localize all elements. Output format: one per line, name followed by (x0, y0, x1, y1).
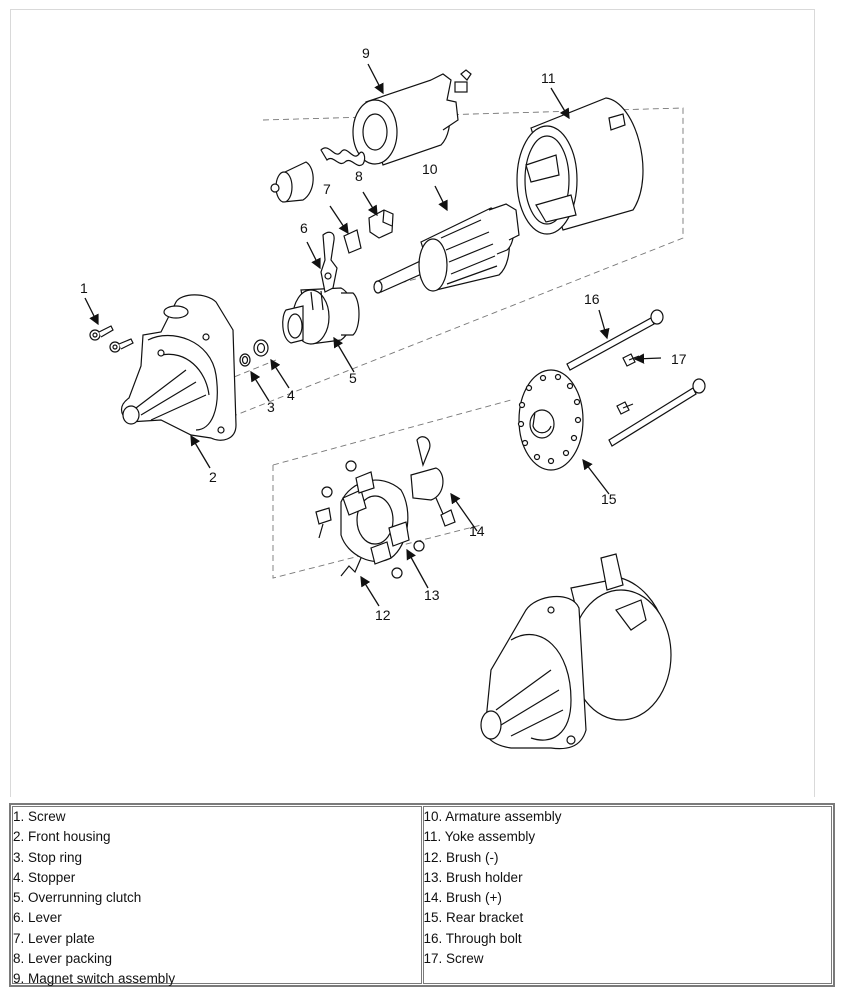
magnet-switch-part (270, 69, 472, 203)
callout-16: 16 (584, 291, 600, 307)
rear-bracket-part (517, 369, 584, 471)
legend-item: 9. Magnet switch assembly (13, 971, 176, 987)
callout-2: 2 (209, 469, 217, 485)
legend-item: 11. Yoke assembly (423, 829, 536, 845)
diagram-canvas: 1 2 3 4 5 6 7 8 9 10 11 12 13 14 15 16 1… (80, 45, 706, 750)
lever-part (320, 231, 338, 293)
legend-item: 12. Brush (-) (423, 849, 499, 865)
lever-plate-part (343, 229, 362, 254)
callout-4: 4 (287, 387, 295, 403)
callout-arrows (84, 63, 662, 607)
screw-part (89, 325, 134, 353)
parts-legend-table: 1. Screw 2. Front housing 3. Stop ring 4… (9, 803, 835, 987)
overrunning-clutch-part (282, 287, 360, 345)
legend-column-left: 1. Screw 2. Front housing 3. Stop ring 4… (12, 806, 422, 986)
legend-item: 17. Screw (423, 951, 484, 967)
armature-part (373, 203, 520, 294)
legend-item: 1. Screw (13, 809, 66, 824)
legend-item: 10. Armature assembly (423, 809, 562, 824)
callout-1: 1 (80, 280, 88, 296)
callout-labels: 1 2 3 4 5 6 7 8 9 10 11 12 13 14 15 16 1… (80, 45, 687, 623)
callout-11: 11 (541, 70, 556, 86)
callout-8: 8 (355, 168, 363, 184)
brush-positive-part (410, 436, 456, 527)
callout-3: 3 (267, 399, 275, 415)
lever-packing-part (368, 209, 394, 239)
exploded-diagram: 1 2 3 4 5 6 7 8 9 10 11 12 13 14 15 16 1… (10, 9, 815, 797)
screw-part-rear (616, 353, 640, 415)
through-bolt-part (566, 309, 706, 447)
legend-item: 4. Stopper (13, 869, 76, 885)
legend-item: 2. Front housing (13, 829, 111, 845)
legend-item: 5. Overrunning clutch (13, 890, 142, 906)
legend-item: 3. Stop ring (13, 849, 83, 865)
callout-9: 9 (362, 45, 370, 61)
callout-7: 7 (323, 181, 331, 197)
legend-item: 6. Lever (13, 910, 62, 926)
callout-14: 14 (469, 523, 485, 539)
legend-item: 14. Brush (+) (423, 890, 502, 906)
callout-6: 6 (300, 220, 308, 236)
legend-item: 13. Brush holder (423, 869, 523, 885)
front-housing-part (120, 294, 237, 441)
callout-12: 12 (375, 607, 391, 623)
callout-10: 10 (422, 161, 438, 177)
callout-5: 5 (349, 370, 357, 386)
stop-ring-part (239, 353, 251, 367)
legend-item: 16. Through bolt (423, 930, 522, 946)
legend-item: 8. Lever packing (13, 951, 113, 967)
callout-15: 15 (601, 491, 617, 507)
yoke-assembly-part (516, 97, 644, 235)
assembled-starter-image (480, 553, 672, 750)
callout-13: 13 (424, 587, 440, 603)
legend-item: 15. Rear bracket (423, 910, 524, 926)
callout-17: 17 (671, 351, 687, 367)
brush-negative-part (340, 557, 362, 577)
stopper-part (253, 339, 269, 357)
brush-holder-part (315, 460, 425, 579)
legend-item: 7. Lever plate (13, 930, 95, 946)
legend-column-right: 10. Armature assembly 11. Yoke assembly … (422, 806, 832, 984)
